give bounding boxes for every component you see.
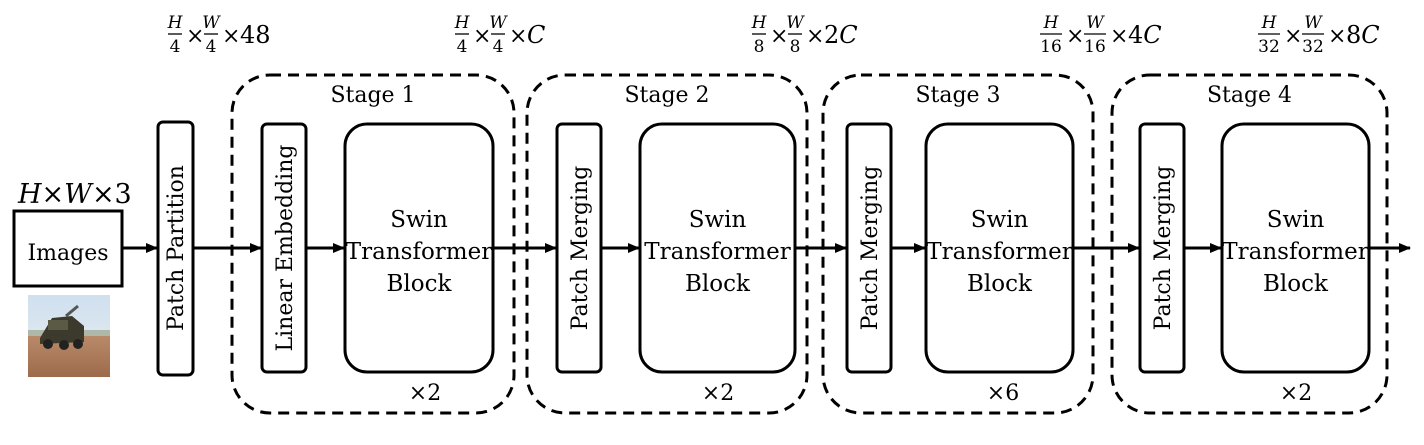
times-sign: × — [222, 24, 240, 49]
dimension-label: H4×W4×C — [454, 13, 546, 57]
channel-suffix: 2C — [824, 21, 858, 49]
fraction-denominator: 8 — [754, 37, 765, 57]
input-shape-part: ×3 — [92, 179, 132, 210]
images-label: Images — [27, 241, 108, 266]
stage-title: Stage 2 — [624, 83, 709, 108]
swin-block-label-line: Block — [387, 271, 453, 297]
swin-block-label-line: Transformer — [644, 239, 790, 265]
times-sign: × — [509, 24, 527, 49]
input-shape-part: × — [42, 179, 65, 210]
input-shape-label: H×W×3 — [17, 179, 132, 210]
fraction-numerator: W — [489, 13, 508, 33]
stage-title: Stage 4 — [1207, 83, 1292, 108]
repeat-count: ×6 — [987, 381, 1019, 406]
side-box-label: Patch Merging — [858, 166, 883, 331]
stage-boundary — [1110, 73, 1389, 415]
times-sign: × — [1110, 24, 1128, 49]
input-thumbnail-image — [28, 295, 110, 377]
fraction-denominator: 4 — [457, 37, 468, 57]
times-sign: × — [186, 24, 204, 49]
repeat-count: ×2 — [409, 381, 441, 406]
channel-suffix: C — [527, 21, 545, 49]
swin-block-label-line: Transformer — [346, 239, 492, 265]
swin-block-label-line: Block — [1263, 271, 1329, 297]
swin-block-label-line: Swin — [971, 207, 1029, 233]
stage-2: Stage 2 Patch Merging SwinTransformerBlock… — [525, 73, 809, 415]
fraction-numerator: W — [786, 13, 805, 33]
stages: Stage 1 Linear Embedding SwinTransformerBl… — [230, 73, 1389, 415]
side-box-label: Patch Merging — [568, 166, 593, 331]
channel-suffix: 48 — [240, 21, 271, 49]
stage-title: Stage 3 — [915, 83, 1000, 108]
swin-block-label-line: Transformer — [926, 239, 1072, 265]
fraction-numerator: W — [1304, 13, 1323, 33]
swin-block-label-line: Block — [967, 271, 1033, 297]
channel-suffix: 8C — [1346, 21, 1380, 49]
stage-boundary — [821, 73, 1095, 415]
fraction-denominator: 32 — [1302, 37, 1324, 57]
side-box-label: Patch Merging — [1151, 166, 1176, 331]
fraction-numerator: H — [454, 13, 471, 33]
fraction-denominator: 4 — [170, 37, 181, 57]
times-sign: × — [1284, 24, 1302, 49]
stage-title: Stage 1 — [330, 83, 415, 108]
dimension-label: H8×W8×2C — [751, 13, 858, 57]
fraction-denominator: 16 — [1040, 37, 1062, 57]
swin-block-label-line: Block — [685, 271, 751, 297]
dimension-label: H32×W32×8C — [1258, 13, 1380, 57]
swin-block-label-line: Swin — [390, 207, 448, 233]
times-sign: × — [1066, 24, 1084, 49]
times-sign: × — [806, 24, 824, 49]
fraction-numerator: W — [202, 13, 221, 33]
times-sign: × — [770, 24, 788, 49]
fraction-numerator: W — [1086, 13, 1105, 33]
stage-3: Stage 3 Patch Merging SwinTransformerBlock… — [821, 73, 1095, 415]
patch-partition-label: Patch Partition — [164, 165, 189, 331]
fraction-denominator: 8 — [790, 37, 801, 57]
times-sign: × — [1328, 24, 1346, 49]
fraction-denominator: 16 — [1084, 37, 1106, 57]
fraction-numerator: H — [751, 13, 768, 33]
fraction-denominator: 4 — [493, 37, 504, 57]
stage-1: Stage 1 Linear Embedding SwinTransformerBl… — [230, 73, 516, 415]
swin-block-label-line: Transformer — [1222, 239, 1368, 265]
stage-boundary — [230, 73, 516, 415]
fraction-numerator: H — [1043, 13, 1060, 33]
side-box-label: Linear Embedding — [273, 145, 298, 352]
channel-suffix: 4C — [1128, 21, 1162, 49]
repeat-count: ×2 — [702, 381, 734, 406]
stage-4: Stage 4 Patch Merging SwinTransformerBlock… — [1110, 73, 1389, 415]
swin-block-label-line: Swin — [689, 207, 747, 233]
times-sign: × — [473, 24, 491, 49]
fraction-denominator: 32 — [1258, 37, 1280, 57]
fraction-numerator: H — [1261, 13, 1278, 33]
dimension-label: H16×W16×4C — [1040, 13, 1162, 57]
swin-block-label-line: Swin — [1267, 207, 1325, 233]
input-shape-part: W — [64, 179, 94, 210]
fraction-numerator: H — [167, 13, 184, 33]
repeat-count: ×2 — [1280, 381, 1312, 406]
fraction-denominator: 4 — [206, 37, 217, 57]
stage-boundary — [525, 73, 809, 415]
input-shape-part: H — [17, 179, 42, 210]
dimension-label: H4×W4×48 — [167, 13, 271, 57]
